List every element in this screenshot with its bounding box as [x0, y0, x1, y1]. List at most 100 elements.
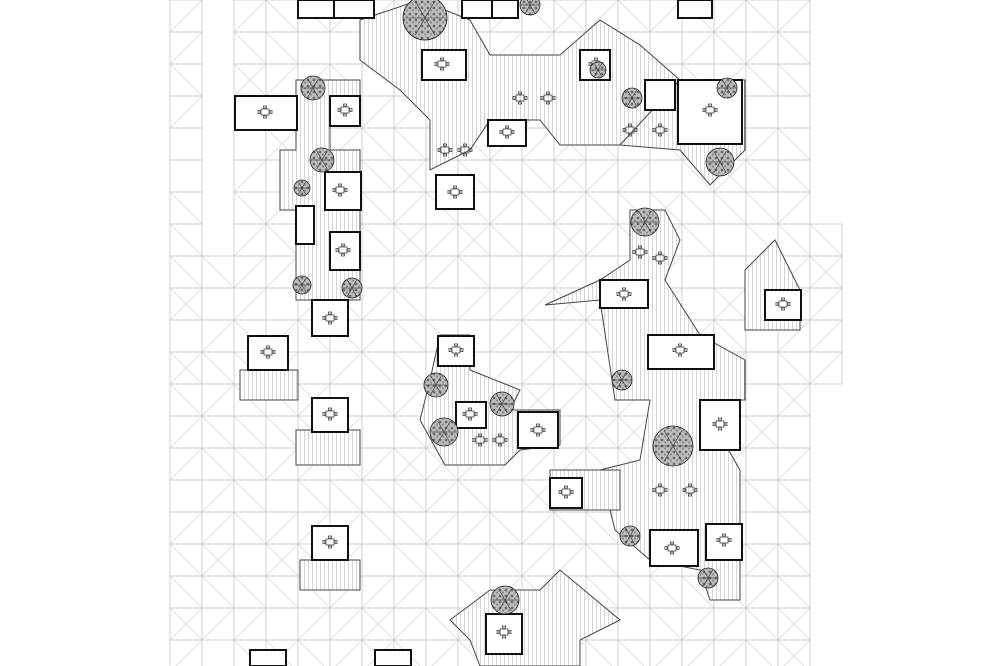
roof-ridge-line	[393, 223, 427, 257]
roof-ridge-line	[201, 255, 235, 289]
roof-ridge-line	[201, 383, 235, 417]
roof-ridge-line	[553, 223, 587, 257]
roof-ridge-line	[489, 159, 523, 193]
roof-ridge-line	[169, 63, 203, 97]
roof-ridge-line	[457, 223, 491, 257]
roof-ridge-line	[425, 511, 459, 545]
roof-ridge-line	[713, 191, 747, 225]
roof-ridge-line	[169, 575, 203, 609]
roof-ridge-line	[361, 479, 395, 513]
roof-grid-cell	[361, 255, 395, 289]
roof-ridge-line	[265, 415, 299, 449]
roof-grid-cell	[489, 255, 523, 289]
furniture	[257, 57, 791, 639]
roof-ridge-line	[201, 511, 235, 545]
roof-ridge-line	[553, 255, 587, 289]
tree-canopy	[611, 369, 633, 391]
roof-ridge-line	[681, 575, 715, 609]
unit-ne-1	[644, 79, 676, 111]
unit-nc-3	[487, 119, 527, 147]
roof-ridge-line	[745, 415, 779, 449]
table-with-chairs	[434, 57, 450, 71]
unit-top-right	[677, 0, 713, 19]
roof-ridge-line	[201, 479, 235, 513]
roof-grid-cell	[745, 351, 779, 385]
unit-s-2	[485, 613, 523, 655]
unit-se-3	[699, 399, 741, 451]
roof-ridge-line	[233, 63, 267, 97]
roof-ridge-line	[777, 63, 811, 97]
roof-ridge-line	[169, 383, 203, 417]
roof-grid-cell	[777, 95, 811, 129]
roof-grid-cell	[521, 223, 555, 257]
roof-ridge-line	[425, 607, 459, 641]
table-with-chairs	[540, 91, 556, 105]
roof-ridge-line	[617, 0, 651, 33]
roof-ridge-line	[457, 543, 491, 577]
roof-ridge-line	[687, 639, 715, 666]
roof-ridge-line	[585, 511, 619, 545]
unit-se-4	[649, 529, 699, 567]
roof-grid-cell	[777, 639, 811, 666]
roof-grid-cell	[649, 159, 683, 193]
roof-ridge-line	[361, 575, 395, 609]
roof-ridge-line	[361, 383, 395, 417]
roof-ridge-line	[553, 191, 587, 225]
roof-ridge-line	[233, 255, 267, 289]
roof-ridge-line	[713, 0, 747, 33]
roof-grid-cell	[809, 351, 843, 385]
unit-nw-1	[234, 95, 298, 131]
roof-ridge-line	[745, 639, 773, 666]
roof-ridge-line	[425, 479, 459, 513]
roof-ridge-line	[265, 447, 299, 481]
roof-ridge-line	[681, 31, 715, 65]
roof-ridge-line	[201, 319, 235, 353]
roof-ridge-line	[521, 159, 555, 193]
roof-grid-cell	[201, 287, 235, 321]
roof-ridge-line	[521, 447, 555, 481]
roof-ridge-line	[585, 415, 619, 449]
unit-mid-1	[437, 335, 475, 367]
roof-ridge-line	[169, 31, 203, 65]
roof-ridge-line	[329, 479, 363, 513]
roof-grid-cell	[745, 95, 779, 129]
roof-ridge-line	[425, 255, 459, 289]
roof-ridge-line	[233, 575, 267, 609]
unit-nw-4	[295, 205, 315, 245]
tree-canopy	[630, 207, 660, 237]
roof-ridge-line	[457, 639, 485, 666]
roof-grid-cell	[169, 479, 203, 513]
roof-ridge-line	[329, 351, 363, 385]
roof-ridge-line	[431, 639, 459, 666]
roof-ridge-line	[585, 575, 619, 609]
roof-ridge-line	[393, 543, 427, 577]
roof-ridge-line	[201, 351, 235, 385]
roof-ridge-line	[777, 383, 811, 417]
roof-ridge-line	[783, 639, 811, 666]
unit-mid-3	[455, 401, 487, 429]
roof-ridge-line	[553, 0, 587, 33]
table-with-chairs	[652, 251, 668, 265]
roof-ridge-line	[233, 607, 267, 641]
roof-ridge-line	[169, 607, 203, 641]
tree-canopy	[489, 391, 515, 417]
roof-ridge-line	[489, 191, 523, 225]
roof-ridge-line	[713, 287, 747, 321]
floor-plate-east-wing	[544, 209, 746, 601]
roof-ridge-line	[713, 159, 747, 193]
roof-ridge-line	[681, 191, 715, 225]
roof-ridge-line	[809, 351, 843, 385]
roof-ridge-line	[201, 607, 235, 641]
roof-ridge-line	[681, 223, 715, 257]
roof-ridge-line	[489, 287, 523, 321]
roof-ridge-line	[361, 223, 395, 257]
tree-canopy	[705, 147, 735, 177]
roof-ridge-line	[393, 575, 427, 609]
roof-ridge-line	[521, 479, 555, 513]
roof-grid-cell	[425, 575, 459, 609]
roof-ridge-line	[265, 255, 299, 289]
tree-canopy	[589, 61, 607, 79]
roof-grid-cell	[617, 607, 651, 641]
roof-ridge-line	[233, 511, 267, 545]
roof-ridge-line	[361, 127, 395, 161]
